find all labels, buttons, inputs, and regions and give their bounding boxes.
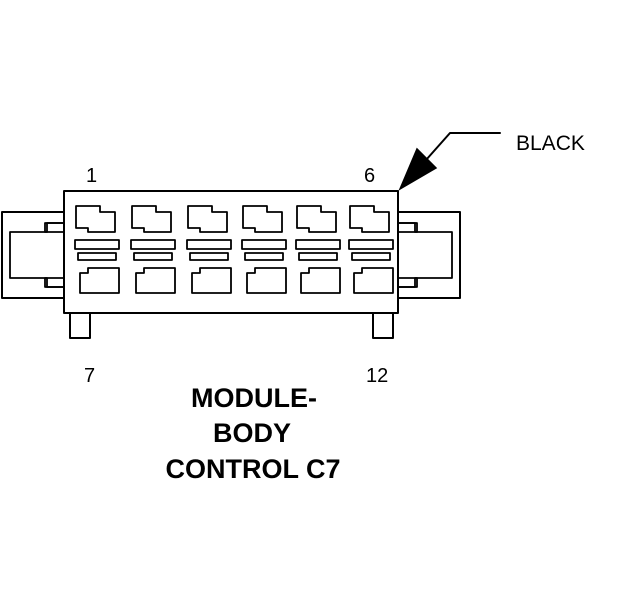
connector-body [63,190,399,314]
lock-slot-upper-6 [348,239,394,250]
lock-slot-lower-3 [189,252,229,261]
cavity-7 [79,267,120,294]
cavity-8 [135,267,176,294]
cavity-grid [74,205,394,294]
cavity-2 [131,205,172,233]
cavity-5 [296,205,337,233]
lock-slot-upper-5 [295,239,341,250]
pin-label-12: 12 [366,365,388,387]
lock-slot-upper-2 [130,239,176,250]
cavity-4 [242,205,283,233]
cavity-1 [75,205,116,233]
cavity-3 [187,205,228,233]
lock-slot-lower-5 [298,252,338,261]
cavity-10 [246,267,287,294]
right-latch [397,211,461,299]
pin-label-1: 1 [86,165,97,187]
cavity-11 [300,267,341,294]
lock-slot-upper-4 [241,239,287,250]
callout-arrow [398,132,501,191]
bottom-tab-left [69,312,91,339]
cavity-12 [353,267,394,294]
pin-label-6: 6 [364,165,375,187]
callout-label: BLACK [516,132,585,155]
bottom-tab-right [372,312,394,339]
title-line-3: CONTROL C7 [165,454,340,484]
lock-slot-lower-6 [351,252,391,261]
lock-slot-lower-1 [77,252,117,261]
lock-slot-upper-3 [186,239,232,250]
cavity-6 [349,205,390,233]
left-latch [1,211,65,299]
cavity-9 [191,267,232,294]
lock-slot-lower-2 [133,252,173,261]
pin-label-7: 7 [84,365,95,387]
title-line-2: BODY [213,418,291,448]
lock-slot-lower-4 [244,252,284,261]
title-line-1: MODULE- [191,383,317,413]
lock-slot-upper-1 [74,239,120,250]
